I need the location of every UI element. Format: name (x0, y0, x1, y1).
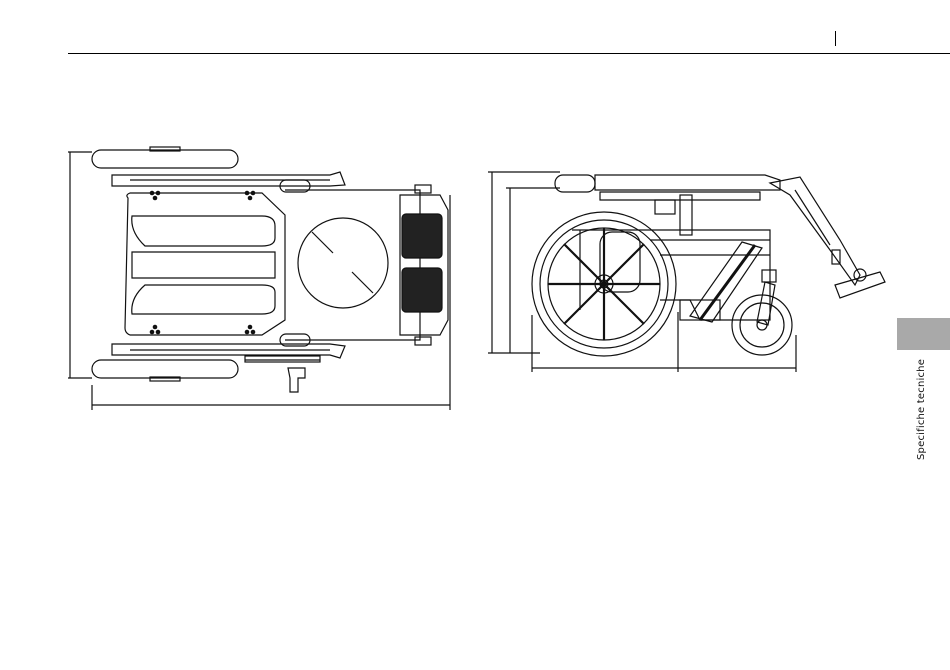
front-caster (732, 295, 792, 355)
section-tab (897, 318, 950, 350)
leg-rest (770, 177, 860, 285)
section-tab-label: Specifiche tecniche (916, 359, 927, 460)
